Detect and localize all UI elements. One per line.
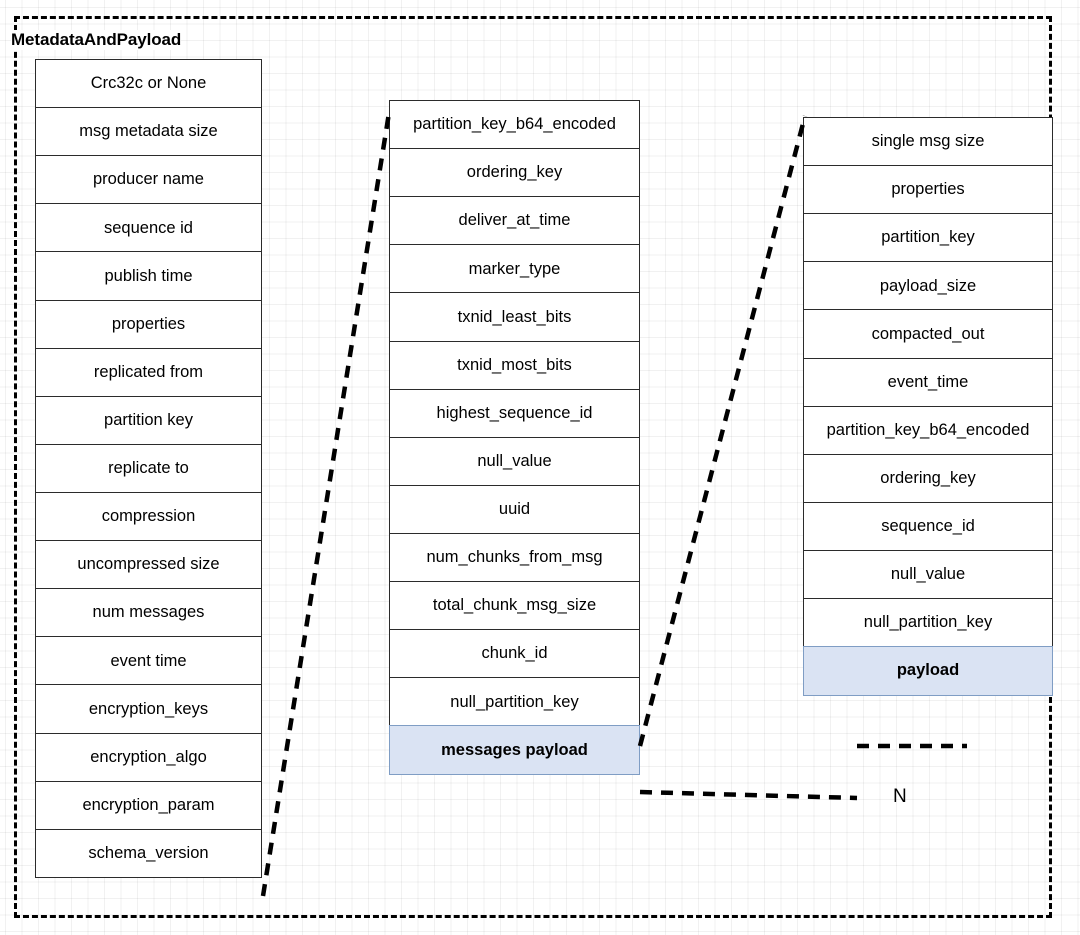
field-cell: uuid xyxy=(389,484,640,535)
field-cell: partition key xyxy=(35,395,262,446)
field-cell: partition_key xyxy=(803,213,1053,263)
repeat-count-label: N xyxy=(893,786,907,807)
field-cell: txnid_most_bits xyxy=(389,340,640,391)
field-cell: properties xyxy=(35,299,262,350)
field-cell: partition_key_b64_encoded xyxy=(389,100,640,150)
field-cell: uncompressed size xyxy=(35,540,262,590)
field-cell: payload_size xyxy=(803,261,1053,311)
field-cell: num_chunks_from_msg xyxy=(389,532,640,583)
field-cell: ordering_key xyxy=(389,148,640,198)
field-cell: encryption_param xyxy=(35,780,262,831)
field-cell: msg metadata size xyxy=(35,107,262,157)
field-cell: txnid_least_bits xyxy=(389,292,640,342)
field-cell: compression xyxy=(35,491,262,542)
field-cell: encryption_keys xyxy=(35,684,262,734)
field-cell: null_value xyxy=(803,549,1053,600)
payload-cell: messages payload xyxy=(389,725,640,775)
field-cell: null_value xyxy=(389,436,640,487)
field-cell: marker_type xyxy=(389,244,640,294)
field-cell: event time xyxy=(35,636,262,686)
field-cell: sequence id xyxy=(35,203,262,253)
field-cell: sequence_id xyxy=(803,501,1053,552)
field-cell: single msg size xyxy=(803,117,1053,167)
field-cell: highest_sequence_id xyxy=(389,388,640,439)
field-cell: num messages xyxy=(35,588,262,638)
field-cell: deliver_at_time xyxy=(389,196,640,246)
field-cell: null_partition_key xyxy=(803,598,1053,648)
field-cell: ordering_key xyxy=(803,453,1053,504)
field-cell: encryption_algo xyxy=(35,732,262,783)
field-cell: properties xyxy=(803,165,1053,215)
field-cell: partition_key_b64_encoded xyxy=(803,405,1053,456)
field-cell: compacted_out xyxy=(803,309,1053,359)
field-cell: replicate to xyxy=(35,443,262,494)
field-cell: Crc32c or None xyxy=(35,59,262,109)
field-cell: chunk_id xyxy=(389,629,640,679)
payload-cell: payload xyxy=(803,646,1053,696)
field-cell: total_chunk_msg_size xyxy=(389,581,640,631)
field-cell: schema_version xyxy=(35,828,262,879)
field-cell: producer name xyxy=(35,155,262,205)
container-title: MetadataAndPayload xyxy=(11,30,182,50)
field-cell: replicated from xyxy=(35,347,262,398)
field-cell: publish time xyxy=(35,251,262,301)
field-cell: null_partition_key xyxy=(389,677,640,727)
field-cell: event_time xyxy=(803,357,1053,408)
